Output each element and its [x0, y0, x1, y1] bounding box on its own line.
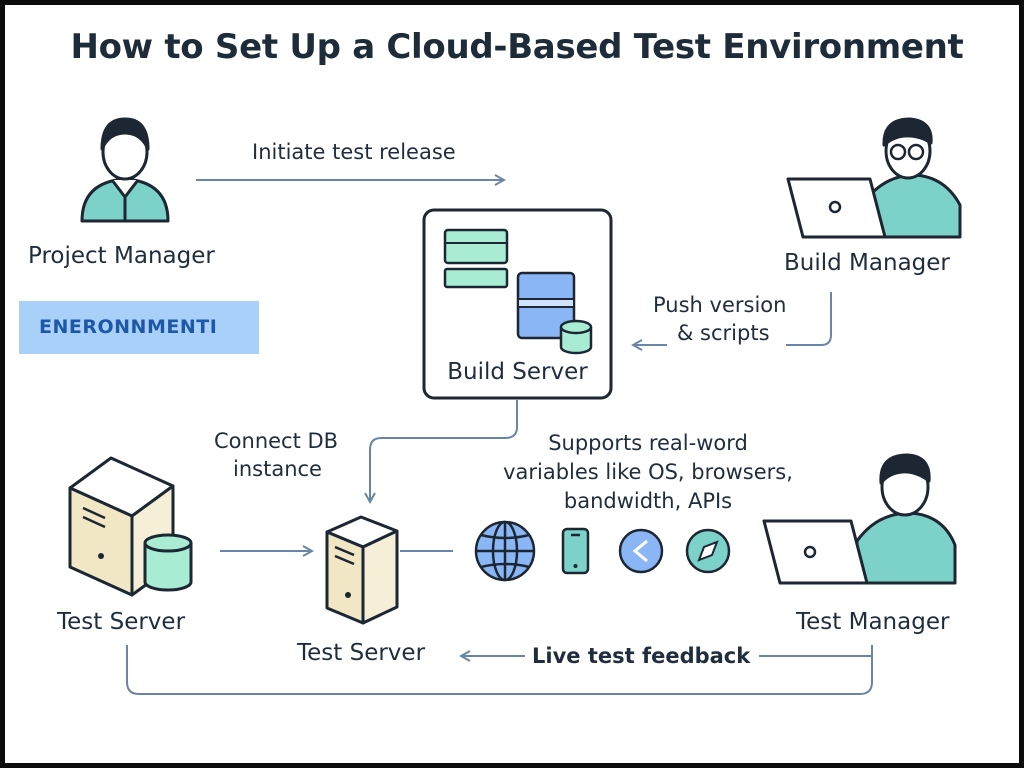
test-manager-label: Test Manager [796, 609, 950, 635]
connect-db-arrow [370, 400, 518, 502]
test-server-left-database-icon [143, 533, 193, 592]
push-version-label-line2: & scripts [677, 321, 770, 345]
test-server-left-label: Test Server [57, 609, 186, 635]
push-version-arrow [633, 292, 832, 345]
globe-icon [474, 520, 536, 582]
page-title: How to Set Up a Cloud-Based Test Environ… [70, 27, 964, 67]
environment-badge: ENERONNMENTI [19, 301, 259, 354]
test-server-center-tower-icon [325, 515, 399, 625]
build-manager-person-icon [863, 117, 962, 239]
bottom-loop-line [126, 645, 873, 695]
build-manager-label: Build Manager [784, 250, 950, 276]
browser-icon [618, 528, 664, 574]
variables-note-line3: bandwidth, APIs [563, 489, 733, 513]
build-server-label: Build Server [447, 359, 588, 385]
connect-db-label-line2: instance [233, 457, 322, 481]
build-server-box [422, 208, 613, 400]
variables-note-line2: variables like OS, browsers, [503, 460, 793, 484]
project-manager-person-icon [80, 117, 170, 223]
test-manager-laptop-icon [762, 519, 902, 585]
variables-note-line1: Supports real-word [548, 431, 748, 455]
live-feedback-label: Live test feedback [532, 644, 751, 668]
mobile-phone-icon [561, 527, 590, 575]
project-manager-label: Project Manager [28, 243, 215, 269]
build-manager-laptop-icon [786, 177, 937, 239]
diagram-canvas [68, 117, 962, 695]
connect-db-label-line1: Connect DB [214, 429, 339, 453]
push-version-label-line1: Push version [653, 293, 787, 317]
test-server-center-label: Test Server [297, 640, 426, 666]
initiate-release-label: Initiate test release [252, 140, 456, 164]
test-manager-person-icon [855, 453, 957, 585]
compass-icon [685, 528, 731, 574]
